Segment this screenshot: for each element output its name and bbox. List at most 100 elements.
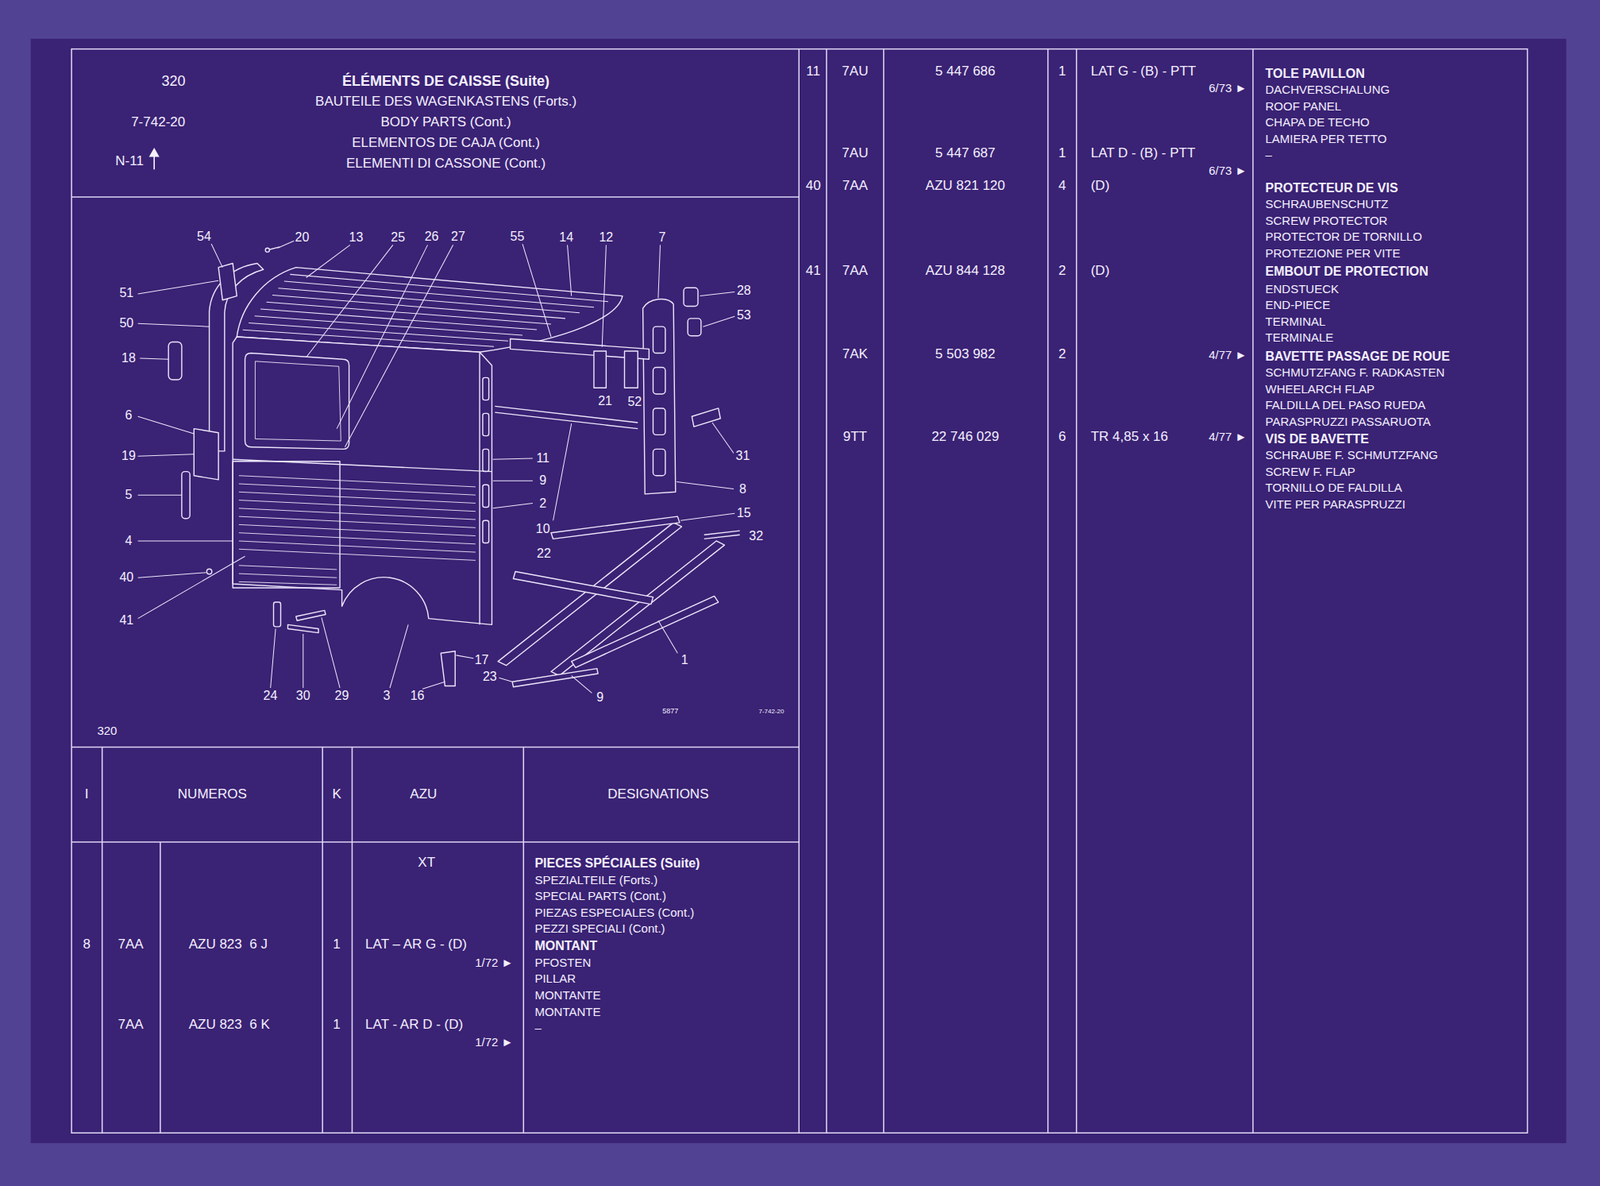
van-body-illustration: [643, 299, 676, 494]
callout-number: 31: [736, 449, 751, 464]
sheet-ground: [30, 38, 1567, 1143]
callout-number: 54: [196, 229, 212, 244]
table-cell: AZU 844 128: [925, 262, 1006, 278]
callout-number: 13: [349, 231, 364, 246]
part-designation: ROOF PANEL: [1265, 99, 1342, 113]
table-grid: [71, 49, 1527, 1134]
leader-lines: [270, 628, 276, 688]
van-body-illustration: [512, 668, 598, 687]
leader-lines: [498, 677, 513, 682]
callout-number: 5: [124, 488, 132, 503]
van-body-illustration: [624, 350, 639, 388]
part-designation: SPEZIALTEILE (Forts.): [534, 872, 658, 887]
leader-lines: [493, 458, 533, 459]
leader-lines: [306, 244, 394, 357]
table-cell: XT: [417, 855, 436, 871]
leader-lines: [277, 240, 295, 248]
callout-number: 1: [681, 653, 689, 668]
van-body-illustration: [652, 326, 665, 353]
table-cell: 7AU: [841, 145, 868, 161]
van-body-illustration: [704, 534, 741, 539]
van-body-illustration: [440, 651, 455, 687]
callout-number: 52: [627, 395, 642, 410]
table-grid: [101, 747, 104, 1134]
table-cell: 1: [1058, 145, 1066, 161]
part-designation: WHEELARCH FLAP: [1265, 381, 1376, 396]
van-body-illustration: [652, 448, 665, 475]
callout-number: 41: [119, 613, 134, 629]
leader-lines: [456, 655, 475, 659]
sheet-number: 320: [161, 73, 186, 90]
van-body-illustration: [254, 361, 341, 441]
van-body-illustration: [288, 624, 320, 633]
up-arrow: [150, 149, 159, 170]
table-cell: 4: [1058, 178, 1066, 194]
callout-number: 15: [736, 506, 752, 521]
van-body-illustration: [272, 295, 566, 319]
part-designation: –: [1265, 148, 1273, 162]
sheet-ground: [30, 38, 1567, 1143]
date-code: 1/72 ►: [474, 956, 513, 970]
part-designation: SCHMUTZFANG F. RADKASTEN: [1265, 366, 1446, 380]
section-title: ELEMENTI DI CASSONE (Cont.): [346, 155, 546, 171]
table-cell: LAT – AR G - (D): [365, 936, 467, 952]
table-cell: AZU 823 6 K: [188, 1017, 270, 1033]
table-cell: 1: [332, 1017, 340, 1033]
part-designation: PILLAR: [534, 971, 576, 986]
van-body-illustration: [245, 353, 350, 450]
leader-lines: [712, 422, 734, 454]
table-cell: LAT - AR D - (D): [365, 1017, 463, 1033]
callout-number: 32: [748, 528, 764, 544]
part-heading: PROTECTEUR DE VIS: [1265, 181, 1399, 196]
van-body-illustration: [482, 448, 490, 471]
leader-lines: [389, 624, 409, 688]
leader-lines: [571, 675, 593, 694]
leader-lines: [702, 316, 735, 327]
sheet-number: 320: [96, 724, 117, 738]
table-grid: [71, 746, 799, 748]
part-designation: TERMINAL: [1265, 315, 1327, 329]
callout-number: 23: [482, 669, 498, 684]
leader-lines: [138, 454, 195, 457]
table-cell: 2: [1058, 262, 1066, 278]
table-header: DESIGNATIONS: [607, 786, 709, 802]
part-designation: PROTEZIONE PER VITE: [1265, 246, 1401, 260]
van-body-illustration: [181, 471, 190, 519]
callout-number: 53: [736, 308, 752, 323]
leader-lines: [138, 494, 182, 496]
leader-lines: [138, 416, 195, 434]
leader-lines: [306, 244, 351, 278]
callout-number: 4: [124, 533, 132, 548]
table-cell: 1: [1058, 64, 1066, 80]
table-grid: [1047, 49, 1049, 1134]
drawing-code: 5877: [662, 707, 679, 716]
part-heading: MONTANT: [534, 939, 598, 954]
leader-lines: [321, 616, 340, 688]
part-designation: SCREW PROTECTOR: [1265, 213, 1388, 228]
table-grid: [71, 49, 1527, 1134]
date-code: 6/73 ►: [1208, 80, 1247, 95]
date-code: 4/77 ►: [1208, 348, 1247, 363]
table-grid: [882, 49, 885, 1134]
table-grid: [159, 841, 162, 1133]
table-header: I: [84, 786, 89, 802]
drawing-reference: 7-742-20: [131, 115, 186, 131]
leader-lines: [601, 244, 606, 347]
part-designation: MONTANTE: [534, 1004, 601, 1018]
callout-number: 6: [124, 408, 132, 423]
van-body-illustration: [236, 267, 623, 353]
van-body-illustration: [168, 341, 182, 380]
callout-number: 20: [294, 231, 309, 246]
callout-number: 8: [739, 481, 747, 497]
part-designation: SPECIAL PARTS (Cont.): [534, 889, 667, 903]
drawing-reference: 7-742-20: [758, 707, 784, 715]
callout-number: 7: [659, 231, 667, 246]
table-grid: [1252, 49, 1254, 1134]
leader-lines: [336, 244, 428, 428]
leader-lines: [700, 291, 736, 296]
table-grid: [1075, 49, 1078, 1134]
callout-number: 24: [263, 689, 278, 704]
table-cell: 5 447 687: [935, 145, 996, 161]
callout-number: 14: [559, 231, 574, 246]
part-designation: PROTECTOR DE TORNILLO: [1265, 230, 1423, 244]
